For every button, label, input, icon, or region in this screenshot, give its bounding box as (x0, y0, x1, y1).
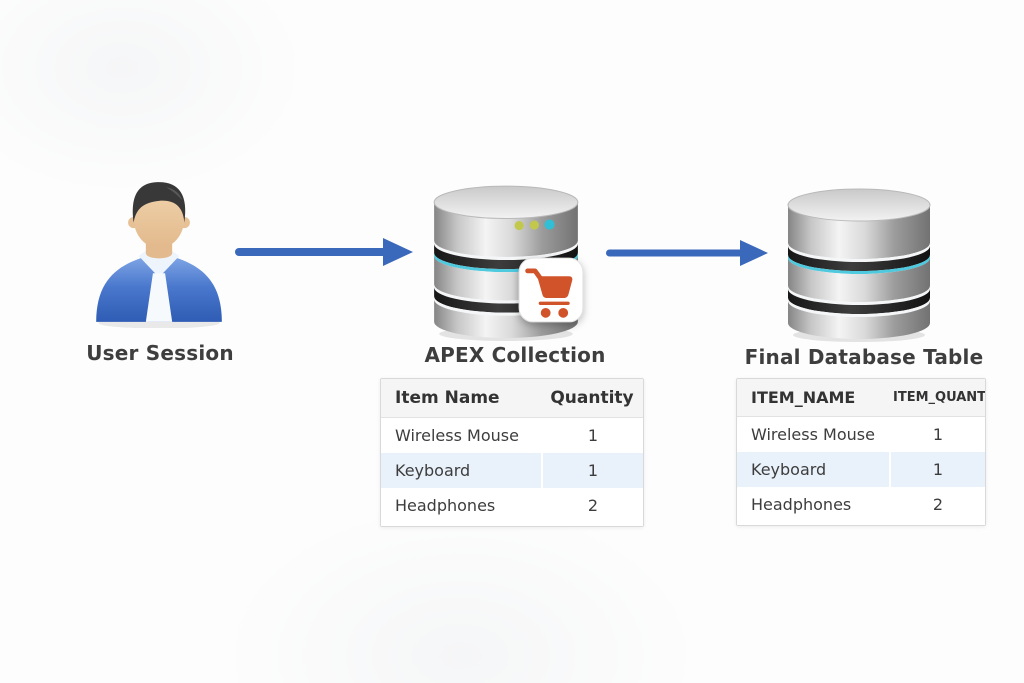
cell-item-quantity: 2 (889, 487, 985, 522)
cell-item-name: Headphones (751, 495, 852, 514)
column-header-item-name: ITEM_NAME (737, 379, 889, 417)
table-bottom-spacer (381, 523, 643, 526)
table-row-highlighted: Keyboard 1 (381, 453, 643, 488)
table-header-row: ITEM_NAME ITEM_QUANTITY (737, 379, 985, 417)
final-database-table: ITEM_NAME ITEM_QUANTITY Wireless Mouse 1… (736, 378, 986, 526)
user-avatar-icon (88, 176, 230, 329)
table-row: Wireless Mouse 1 (737, 417, 985, 452)
table-row: Headphones 2 (381, 488, 643, 523)
table-row: Wireless Mouse 1 (381, 418, 643, 453)
cell-quantity: 2 (541, 488, 643, 523)
arrow-right-icon (606, 240, 768, 270)
table-bottom-spacer (737, 522, 985, 525)
cell-item-name: Wireless Mouse (395, 426, 519, 445)
cell-quantity: 1 (541, 418, 643, 453)
table-row-highlighted: Keyboard 1 (737, 452, 985, 487)
table-row: Headphones 2 (737, 487, 985, 522)
status-dots-icon (514, 219, 555, 231)
cell-item-quantity: 1 (889, 417, 985, 452)
column-header-quantity: Quantity (541, 379, 643, 418)
cell-quantity: 1 (541, 453, 643, 488)
apex-collection-label: APEX Collection (424, 343, 606, 367)
final-database-table-label: Final Database Table (744, 345, 984, 369)
cell-item-name: Keyboard (381, 453, 541, 488)
apex-collection-table: Item Name Quantity Wireless Mouse 1 Keyb… (380, 378, 644, 527)
column-header-item-quantity: ITEM_QUANTITY (889, 379, 985, 417)
arrow-right-icon (235, 237, 413, 271)
database-icon (784, 181, 934, 343)
column-header-item-name: Item Name (381, 379, 541, 418)
shopping-cart-icon (517, 256, 585, 324)
cell-item-name: Keyboard (737, 452, 889, 487)
user-session-label: User Session (86, 341, 234, 365)
cell-item-name: Wireless Mouse (751, 425, 875, 444)
table-header-row: Item Name Quantity (381, 379, 643, 418)
cell-item-quantity: 1 (889, 452, 985, 487)
cell-item-name: Headphones (395, 496, 496, 515)
